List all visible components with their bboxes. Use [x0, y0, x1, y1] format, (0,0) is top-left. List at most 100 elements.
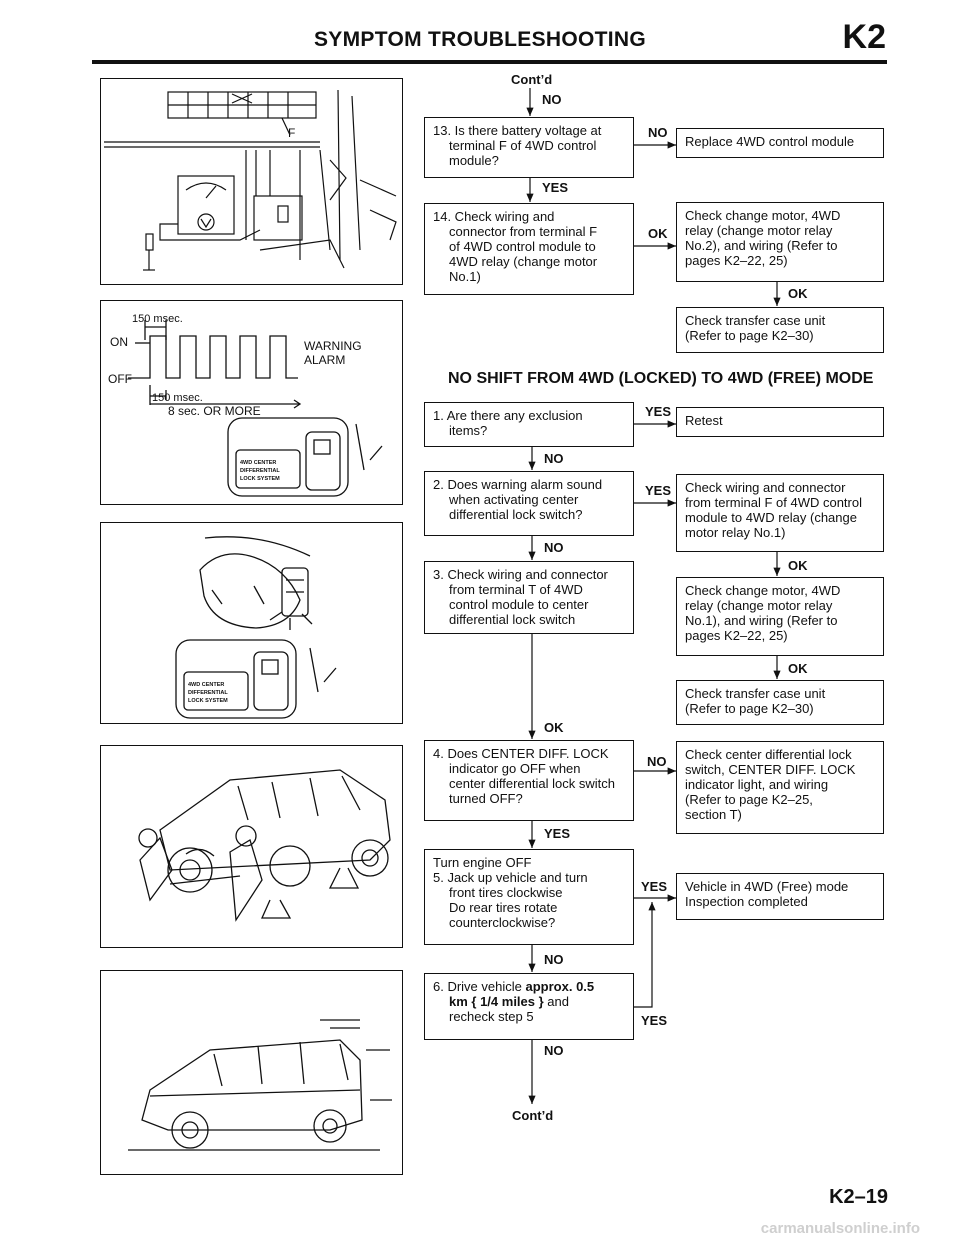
step4-no-label: NO [647, 754, 667, 769]
check-wiring-f-box: Check wiring and connector from terminal… [676, 474, 884, 552]
transfer-case-box-2: Check transfer case unit (Refer to page … [676, 680, 884, 725]
wiring-f-line2: from terminal F of 4WD control [685, 495, 862, 510]
transfer-case-box-1: Check transfer case unit (Refer to page … [676, 307, 884, 353]
step13-line3: module? [449, 153, 499, 168]
step1-line2: items? [449, 423, 488, 438]
motor2-line4: pages K2–22, 25) [685, 253, 788, 268]
retest-text: Retest [685, 413, 723, 428]
motor1-ok-label: OK [788, 661, 808, 676]
step5-line4: Do rear tires rotate [449, 900, 558, 915]
free-mode-line1: Vehicle in 4WD (Free) mode [685, 879, 849, 894]
step14-ok-label: OK [648, 226, 668, 241]
step14-box: 14. Check wiring and connector from term… [424, 203, 634, 295]
step5-line1: Turn engine OFF [433, 855, 532, 870]
check-motor1-box: Check change motor, 4WD relay (change mo… [676, 577, 884, 656]
figure-panel-indicator [100, 522, 403, 724]
free-mode-line2: Inspection completed [685, 894, 808, 909]
page-number: K2–19 [829, 1186, 888, 1208]
step5-line3: front tires clockwise [449, 885, 563, 900]
off-label: OFF [108, 372, 132, 386]
terminal-f-label: F [288, 126, 295, 140]
motor2-line1: Check change motor, 4WD [685, 208, 841, 223]
section-code: K2 [842, 18, 886, 56]
section-title: NO SHIFT FROM 4WD (LOCKED) TO 4WD (FREE)… [448, 370, 874, 387]
wiring-f-line4: motor relay No.1) [685, 525, 786, 540]
motor2-line3: No.2), and wiring (Refer to [685, 238, 838, 253]
eight-sec-label: 8 sec. OR MORE [168, 404, 261, 418]
step14-line5: No.1) [449, 269, 481, 284]
step5-box: Turn engine OFF 5. Jack up vehicle and t… [424, 849, 634, 945]
switch-label-line3: LOCK SYSTEM [240, 476, 280, 482]
flow1-no-label: NO [542, 92, 562, 107]
step4-line4: turned OFF? [449, 791, 523, 806]
step6-prefix: 6. Drive vehicle [433, 979, 522, 994]
step13-yes-label: YES [542, 180, 569, 195]
contd-bottom-label: Cont’d [512, 1108, 554, 1123]
switch-label-line1: 4WD CENTER [240, 460, 276, 466]
switch-label-line2: DIFFERENTIAL [240, 468, 280, 474]
step3-line1: 3. Check wiring and connector [433, 567, 608, 582]
center-diff-line4: (Refer to page K2–25, [685, 792, 813, 807]
step6-box: 6. Drive vehicle approx. 0.5 km { 1/4 mi… [424, 973, 634, 1040]
motor1-line2: relay (change motor relay [685, 598, 833, 613]
motor2-line2: relay (change motor relay [685, 223, 833, 238]
check-motor2-box: Check change motor, 4WD relay (change mo… [676, 202, 884, 282]
step13-line2: terminal F of 4WD control [449, 138, 597, 153]
step2-box: 2. Does warning alarm sound when activat… [424, 471, 634, 536]
switch2-label-line1: 4WD CENTER [188, 682, 224, 688]
step13-box: 13. Is there battery voltage at terminal… [424, 117, 634, 178]
figure-panel-driving-vehicle [100, 970, 403, 1175]
step2-line1: 2. Does warning alarm sound [433, 477, 603, 492]
step6-line3: recheck step 5 [449, 1009, 534, 1024]
center-diff-line3: indicator light, and wiring [685, 777, 829, 792]
step5-yes-label: YES [641, 879, 668, 894]
step1-line1: 1. Are there any exclusion [433, 408, 583, 423]
step3-line4: differential lock switch [449, 612, 576, 627]
motor1-line3: No.1), and wiring (Refer to [685, 613, 838, 628]
replace-module-text: Replace 4WD control module [685, 134, 855, 149]
step2-line3: differential lock switch? [449, 507, 583, 522]
step6-no-label: NO [544, 1043, 564, 1058]
warning-label: WARNING [304, 339, 362, 353]
retest-box: Retest [676, 407, 884, 437]
step14-line2: connector from terminal F [449, 224, 598, 239]
center-diff-check-box: Check center differential lock switch, C… [676, 741, 884, 834]
step3-ok-label: OK [544, 720, 564, 735]
on-label: ON [110, 335, 128, 349]
step14-line3: of 4WD control module to [449, 239, 596, 254]
switch2-label-line2: DIFFERENTIAL [188, 690, 228, 696]
wiring-f-line3: module to 4WD relay (change [685, 510, 857, 525]
step4-box: 4. Does CENTER DIFF. LOCK indicator go O… [424, 740, 634, 821]
watermark: carmanualsonline.info [760, 1220, 920, 1237]
step13-line1: 13. Is there battery voltage at [433, 123, 602, 138]
switch2-label-line3: LOCK SYSTEM [188, 698, 228, 704]
motor1-line1: Check change motor, 4WD [685, 583, 841, 598]
step1-box: 1. Are there any exclusion items? [424, 402, 634, 447]
step6-bold1: approx. 0.5 [525, 979, 595, 994]
step5-line5: counterclockwise? [449, 915, 556, 930]
transfer2-line2: (Refer to page K2–30) [685, 701, 814, 716]
alarm-label: ALARM [304, 353, 345, 367]
motor1-line4: pages K2–22, 25) [685, 628, 788, 643]
step2-no-label: NO [544, 540, 564, 555]
step1-no-label: NO [544, 451, 564, 466]
step4-line3: center differential lock switch [449, 776, 615, 791]
page-title: SYMPTOM TROUBLESHOOTING [313, 28, 647, 51]
step4-line2: indicator go OFF when [449, 761, 581, 776]
step13-no-label: NO [648, 125, 668, 140]
free-mode-box: Vehicle in 4WD (Free) mode Inspection co… [676, 873, 884, 920]
header-rule [92, 60, 887, 64]
step3-box: 3. Check wiring and connector from termi… [424, 561, 634, 634]
center-diff-line2: switch, CENTER DIFF. LOCK [685, 762, 856, 777]
step14-line4: 4WD relay (change motor [449, 254, 598, 269]
step6-yes-label: YES [641, 1013, 668, 1028]
step2-yes-label: YES [645, 483, 672, 498]
step3-line3: control module to center [449, 597, 589, 612]
step14-line1: 14. Check wiring and [433, 209, 555, 224]
step4-yes-label: YES [544, 826, 571, 841]
